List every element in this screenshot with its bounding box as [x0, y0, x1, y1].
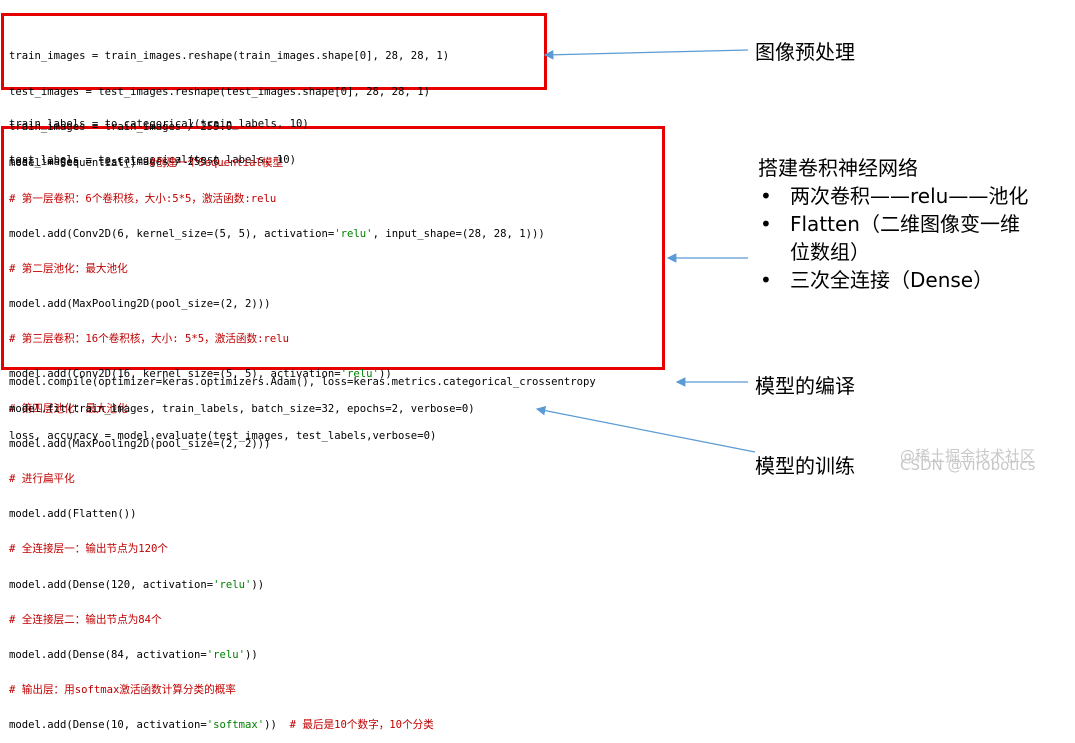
model-highlight-box	[1, 126, 665, 370]
code-comment: # 输出层：用softmax激活函数计算分类的概率	[9, 683, 236, 696]
code-line: model.add(Dense(120, activation='relu'))	[9, 578, 545, 592]
code-line: model = Sequential() #创建一个Sequential模型	[9, 158, 545, 170]
code-comment: # 全连接层一：输出节点为120个	[9, 543, 169, 556]
code-comment: # 全连接层二：输出节点为84个	[9, 613, 162, 626]
arrow-train	[535, 405, 756, 453]
code-text: ))	[245, 648, 258, 661]
watermark-line2: CSDN @virobotics	[900, 456, 1036, 474]
code-string: 'relu'	[206, 648, 245, 661]
compile-code: model.compile(optimizer=keras.optimizers…	[9, 376, 596, 388]
code-comment: #创建一个Sequential模型	[149, 157, 284, 170]
compile-annotation: 模型的编译	[755, 374, 855, 398]
code-string: 'relu'	[213, 578, 252, 591]
watermark-line1: @稀土掘金技术社区	[900, 447, 1036, 465]
code-comment: # 进行扁平化	[9, 473, 75, 486]
code-line: test_labels = to_categorical(test_labels…	[9, 153, 297, 166]
code-string: 'relu'	[334, 227, 373, 240]
build-annotation-title: 搭建卷积神经网络	[758, 156, 918, 180]
code-text: ))	[251, 578, 265, 591]
code-line: model.add(Conv2D(16, kernel_size=(5, 5),…	[9, 367, 545, 381]
code-line: model.add(MaxPooling2D(pool_size=(2, 2))…	[9, 297, 271, 310]
annotation-arrows	[535, 49, 756, 453]
code-line: test_images = test_images / 255.0	[9, 155, 220, 168]
code-comment: # 第一层卷积：6个卷积核，大小:5*5，激活函数:relu	[9, 192, 277, 205]
code-line: model.add(MaxPooling2D(pool_size=(2, 2))…	[9, 438, 271, 451]
code-line: train_images = train_images.reshape(trai…	[9, 50, 450, 63]
code-line: model.add(Conv2D(6, kernel_size=(5, 5), …	[9, 227, 545, 241]
code-comment: # 第二层池化：最大池化	[9, 262, 128, 275]
fit-code: model.fit(train_images, train_labels, ba…	[9, 403, 475, 415]
code-text: ))	[378, 367, 392, 380]
code-line: train_labels = to_categorical(train_labe…	[9, 118, 309, 131]
code-text: model.add(Conv2D(16, kernel_size=(5, 5),…	[9, 367, 341, 380]
code-string: 'relu'	[340, 367, 379, 380]
code-comment: # 第四层池化：最大池化	[9, 403, 128, 416]
code-text: model.add(Conv2D(6, kernel_size=(5, 5), …	[9, 227, 335, 240]
code-line: test_images = test_images.reshape(test_i…	[9, 85, 430, 98]
code-text: model.add(Dense(10, activation=	[9, 718, 207, 731]
list-item: 三次全连接（Dense）	[760, 266, 1028, 294]
train-annotation: 模型的训练	[755, 454, 855, 478]
code-text: model = Sequential()	[9, 157, 150, 170]
code-comment: # 最后是10个数字，10个分类	[289, 718, 434, 731]
preprocess-code: train_images = train_images.reshape(trai…	[9, 28, 449, 180]
code-line: train_images = train_images / 255.0	[9, 120, 233, 133]
list-item: 两次卷积——relu——池化	[760, 182, 1028, 210]
code-line: model.add(Dense(84, activation='relu'))	[9, 648, 545, 662]
code-text: ))	[264, 718, 290, 731]
list-item: 位数组）	[790, 240, 870, 264]
labels-code: train_labels = to_categorical(train_labe…	[9, 96, 309, 178]
evaluate-code: loss, accuracy = model.evaluate(test_ima…	[9, 430, 437, 442]
preprocess-annotation: 图像预处理	[755, 40, 855, 64]
code-text: model.add(Dense(84, activation=	[9, 648, 207, 661]
code-text: , input_shape=(28, 28, 1)))	[372, 227, 545, 240]
code-text: model.add(Dense(120, activation=	[9, 578, 214, 591]
code-string: 'softmax'	[206, 718, 265, 731]
build-annotation-list: 两次卷积——relu——池化 Flatten（二维图像变一维 位数组） 三次全连…	[760, 182, 1028, 294]
arrow-preprocess	[543, 49, 749, 60]
code-line: model.add(Flatten())	[9, 508, 137, 521]
code-line: model.add(Dense(10, activation='softmax'…	[9, 718, 545, 732]
code-comment: # 第三层卷积：16个卷积核，大小: 5*5，激活函数:relu	[9, 332, 289, 345]
list-item: Flatten（二维图像变一维	[760, 210, 1028, 238]
